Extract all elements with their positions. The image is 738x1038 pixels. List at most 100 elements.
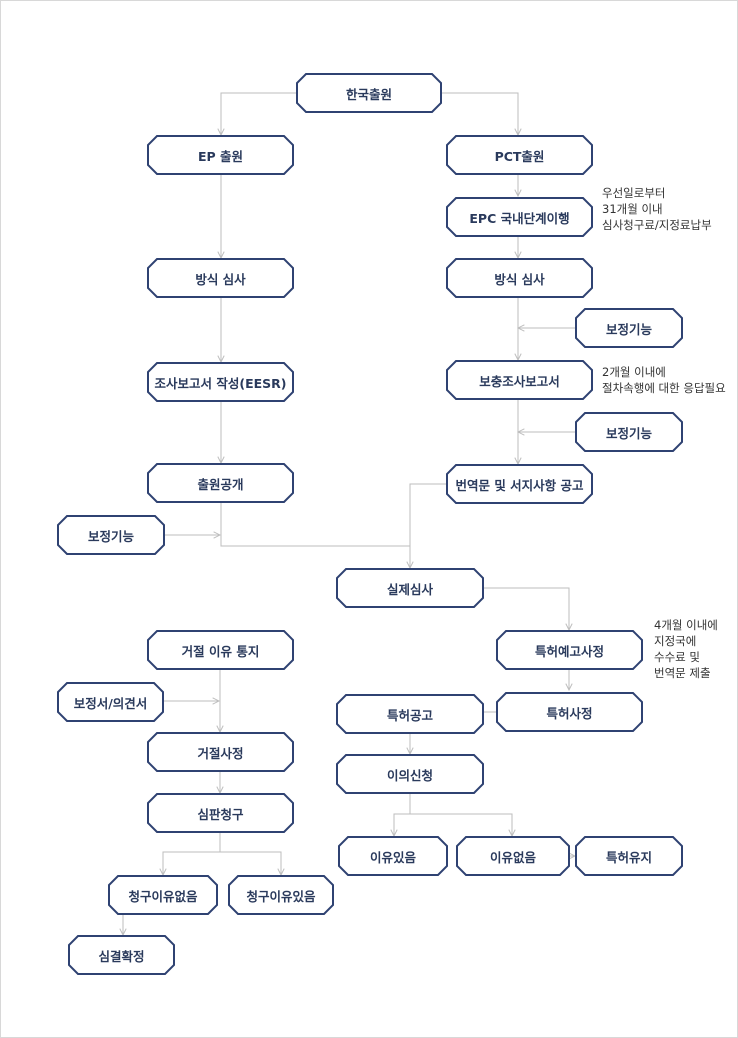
connector <box>410 813 512 836</box>
octagon-shape <box>336 694 484 734</box>
connector <box>221 92 296 135</box>
node-label: 보정기능 <box>605 425 652 441</box>
connector <box>410 483 446 568</box>
note-line: 우선일로부터 <box>602 186 666 200</box>
note-line: 심사청구료/지정료납부 <box>602 218 712 232</box>
node-patent-publication: 특허공고 <box>336 694 484 734</box>
octagon-shape <box>228 875 334 915</box>
connector <box>220 851 281 875</box>
octagon-shape <box>147 732 294 772</box>
node-with-reason: 이유있음 <box>338 836 448 876</box>
note-line: 4개월 이내에 <box>654 618 718 632</box>
node-publication: 출원공개 <box>147 463 294 503</box>
node-label: 거절 이유 통지 <box>181 643 260 659</box>
node-epc-entry: EPC 국내단계이행 <box>446 197 593 237</box>
note-grant: 4개월 이내에 지정국에 수수료 및 번역문 제출 <box>654 617 718 681</box>
octagon-shape <box>57 682 164 722</box>
node-label: 출원공개 <box>197 476 244 492</box>
node-label: 보충조사보고서 <box>479 373 560 389</box>
connector <box>163 833 221 875</box>
octagon-shape <box>496 692 643 732</box>
octagon-shape <box>147 793 294 833</box>
octagon-shape <box>147 258 294 298</box>
octagon-shape <box>147 135 294 175</box>
node-decision-final: 심결확정 <box>68 935 175 975</box>
node-opposition: 이의신청 <box>336 754 484 794</box>
octagon-shape <box>575 836 683 876</box>
node-pct-formal-exam: 방식 심사 <box>446 258 593 298</box>
node-label: 이유있음 <box>369 849 416 865</box>
node-label: PCT출원 <box>494 148 545 164</box>
octagon-shape <box>147 630 294 670</box>
note-line: 2개월 이내에 <box>602 365 666 379</box>
node-label: 거절사정 <box>197 745 244 761</box>
node-label: 특허예고사정 <box>534 643 604 659</box>
node-claim-without-reason: 청구이유없음 <box>108 875 218 915</box>
octagon-shape <box>296 73 442 113</box>
node-label: EPC 국내단계이행 <box>469 210 570 226</box>
node-amend-3: 보정기능 <box>57 515 165 555</box>
octagon-shape <box>446 197 593 237</box>
node-label: 청구이유있음 <box>246 888 316 904</box>
node-korea-filing: 한국출원 <box>296 73 442 113</box>
node-amend-1: 보정기능 <box>575 308 683 348</box>
node-ep-formal-exam: 방식 심사 <box>147 258 294 298</box>
node-intent-to-grant: 특허예고사정 <box>496 630 643 670</box>
node-label: 이의신청 <box>386 767 433 783</box>
node-label: 방식 심사 <box>494 271 545 287</box>
node-grant-decision: 특허사정 <box>496 692 643 732</box>
octagon-shape <box>108 875 218 915</box>
note-line: 지정국에 <box>654 634 697 648</box>
node-label: 번역문 및 서지사항 공고 <box>455 477 584 493</box>
node-label: 실제심사 <box>386 581 433 597</box>
node-label: 이유없음 <box>489 849 536 865</box>
node-without-reason: 이유없음 <box>456 836 570 876</box>
node-label: 조사보고서 작성(EESR) <box>154 375 287 391</box>
node-claim-with-reason: 청구이유있음 <box>228 875 334 915</box>
node-amend-2: 보정기능 <box>575 412 683 452</box>
connector <box>220 503 410 547</box>
node-supp-report: 보충조사보고서 <box>446 360 593 400</box>
note-line: 31개월 이내 <box>602 202 663 216</box>
node-label: 보정서/의견서 <box>73 695 148 711</box>
connector <box>484 587 569 630</box>
note-line: 절차속행에 대한 응답필요 <box>602 381 726 395</box>
octagon-shape <box>456 836 570 876</box>
node-ep-filing: EP 출원 <box>147 135 294 175</box>
octagon-shape <box>336 754 484 794</box>
node-label: 보정기능 <box>605 321 652 337</box>
node-label: 특허공고 <box>386 707 433 723</box>
node-appeal: 심판청구 <box>147 793 294 833</box>
octagon-shape <box>147 362 294 402</box>
note-line: 번역문 제출 <box>654 666 711 680</box>
octagon-shape <box>57 515 165 555</box>
note-epc: 우선일로부터 31개월 이내 심사청구료/지정료납부 <box>602 185 712 233</box>
node-label: 한국출원 <box>345 86 392 102</box>
node-esr: 조사보고서 작성(EESR) <box>147 362 294 402</box>
node-label: 청구이유없음 <box>128 888 198 904</box>
octagon-shape <box>575 308 683 348</box>
node-label: 심결확정 <box>98 948 145 964</box>
note-supp: 2개월 이내에 절차속행에 대한 응답필요 <box>602 364 726 396</box>
node-label: 특허유지 <box>605 849 652 865</box>
connector <box>442 92 518 135</box>
node-label: 보정기능 <box>87 528 134 544</box>
node-label: EP 출원 <box>197 148 244 164</box>
node-label: 특허사정 <box>546 705 593 721</box>
octagon-shape <box>446 464 593 504</box>
node-patent-maintained: 특허유지 <box>575 836 683 876</box>
octagon-shape <box>147 463 294 503</box>
node-amend-opinion: 보정서/의견서 <box>57 682 164 722</box>
octagon-shape <box>575 412 683 452</box>
octagon-shape <box>68 935 175 975</box>
node-label: 방식 심사 <box>195 271 246 287</box>
octagon-shape <box>446 258 593 298</box>
node-pct-filing: PCT출원 <box>446 135 593 175</box>
note-line: 수수료 및 <box>654 650 700 664</box>
node-rejection-notice: 거절 이유 통지 <box>147 630 294 670</box>
node-substantive-exam: 실제심사 <box>336 568 484 608</box>
octagon-shape <box>446 360 593 400</box>
octagon-shape <box>336 568 484 608</box>
octagon-shape <box>496 630 643 670</box>
